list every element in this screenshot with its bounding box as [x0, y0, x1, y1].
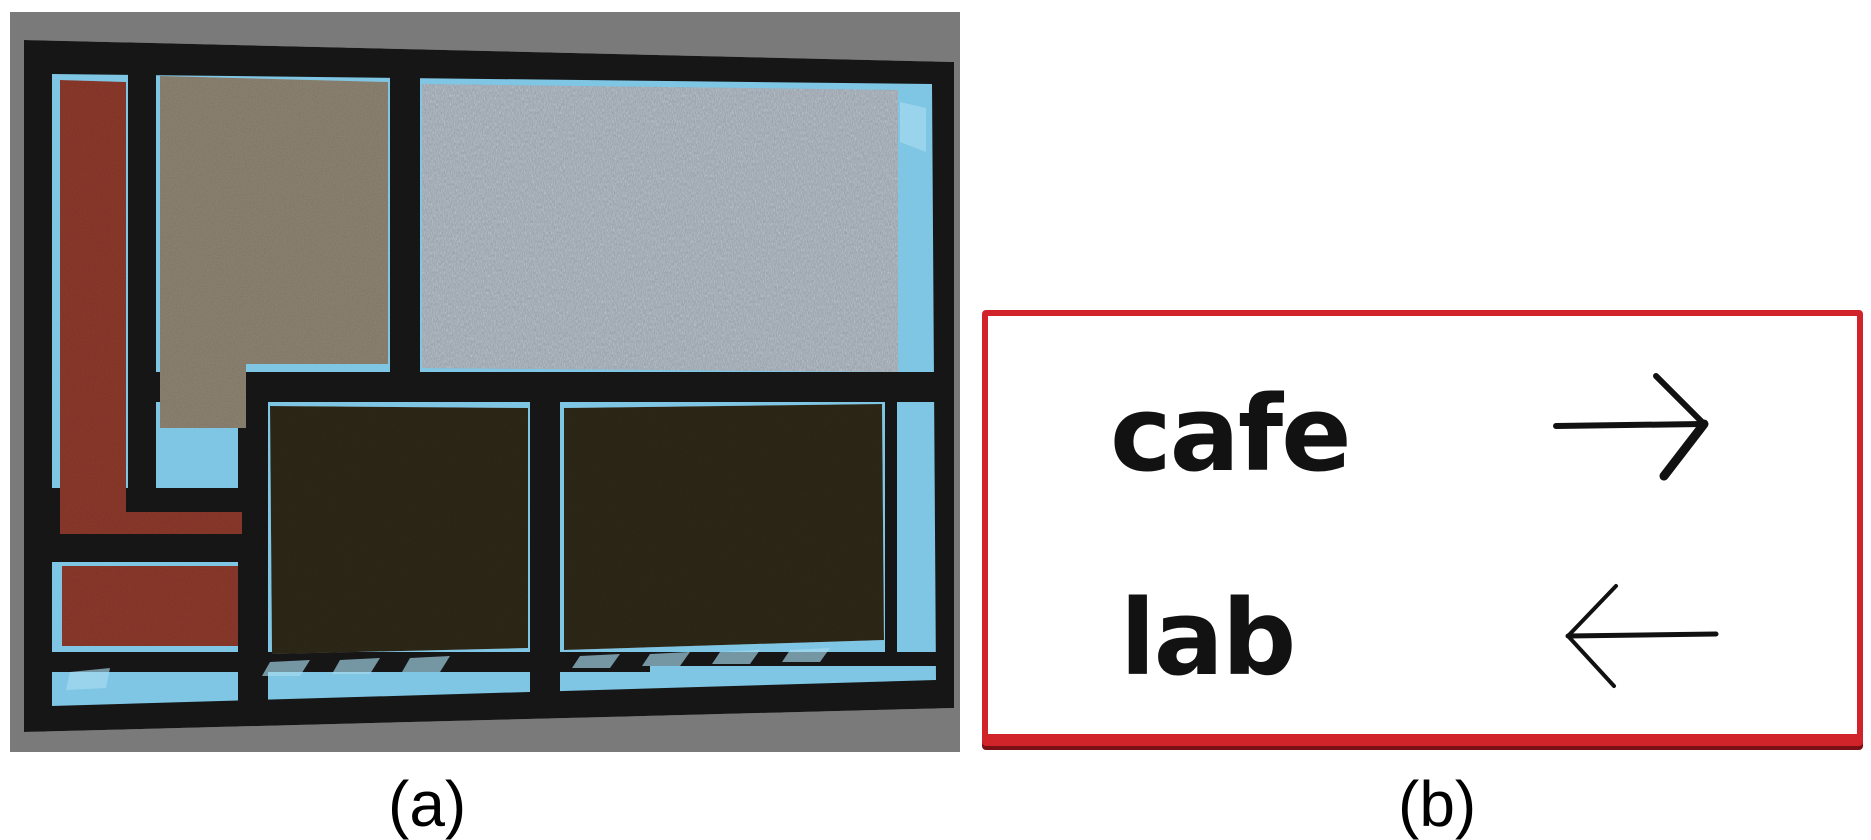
right-arrow-icon [1552, 366, 1732, 491]
panel-b-caption: (b) [1398, 768, 1477, 840]
room-dark-right [564, 404, 884, 650]
room-slate [422, 84, 898, 372]
floor-plan-panel [10, 12, 960, 752]
room-dark-left [270, 406, 528, 654]
sign-label-lab: lab [1120, 577, 1296, 699]
sign-label-cafe: cafe [1110, 373, 1352, 495]
left-arrow-icon [1542, 576, 1722, 701]
direction-sign-panel: cafe lab [982, 310, 1867, 750]
room-tan [160, 76, 388, 428]
room-red-tall [60, 80, 242, 534]
floor-plan-image [10, 12, 960, 752]
floor-highlights [66, 102, 926, 690]
direction-sign [982, 310, 1863, 746]
room-red-small [62, 566, 238, 646]
panel-a-caption: (a) [388, 768, 467, 840]
